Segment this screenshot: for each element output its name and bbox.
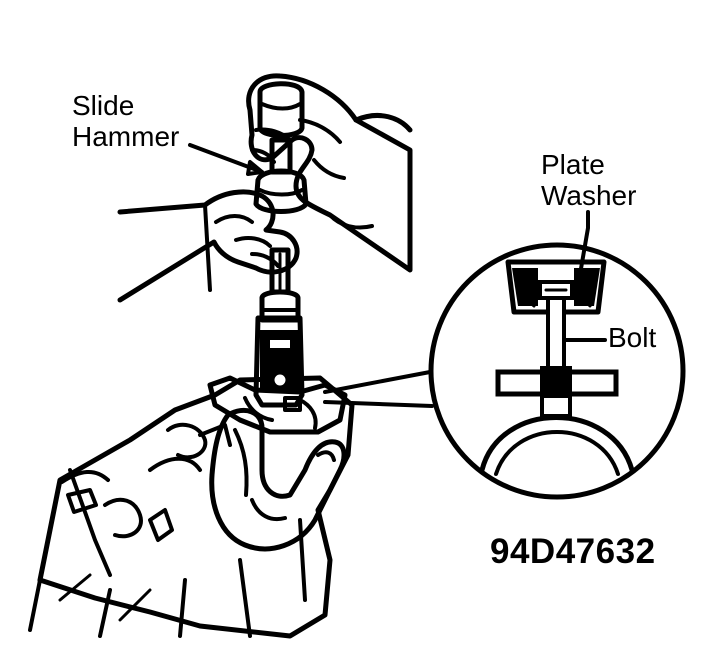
upper-hand <box>246 73 413 273</box>
engine-block <box>28 375 355 639</box>
bolt-label: Bolt <box>608 322 657 353</box>
slide-hammer-label-line1: Slide <box>72 90 135 121</box>
slide-hammer-label: Slide Hammer <box>72 90 179 152</box>
figure-code: 94D47632 <box>490 532 656 571</box>
lower-hand <box>209 408 347 552</box>
plate-washer-label-line1: Plate <box>541 149 605 180</box>
leader-lines <box>188 143 607 408</box>
slide-hammer-label-line2: Hammer <box>72 121 180 152</box>
detail-view <box>428 242 686 500</box>
left-hand <box>117 189 300 303</box>
plate-washer-label-line2: Washer <box>541 180 637 211</box>
plate-washer-label: Plate Washer <box>541 149 636 211</box>
